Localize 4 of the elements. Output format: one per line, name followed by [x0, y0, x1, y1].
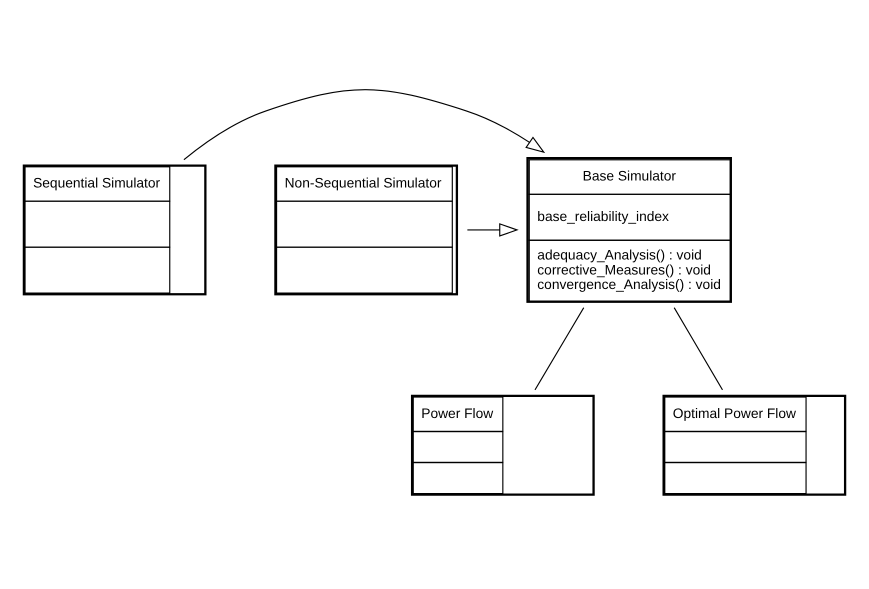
connector: [534, 306, 584, 390]
connector: [674, 306, 723, 390]
arrow: [467, 222, 519, 236]
arrow: [184, 88, 546, 160]
